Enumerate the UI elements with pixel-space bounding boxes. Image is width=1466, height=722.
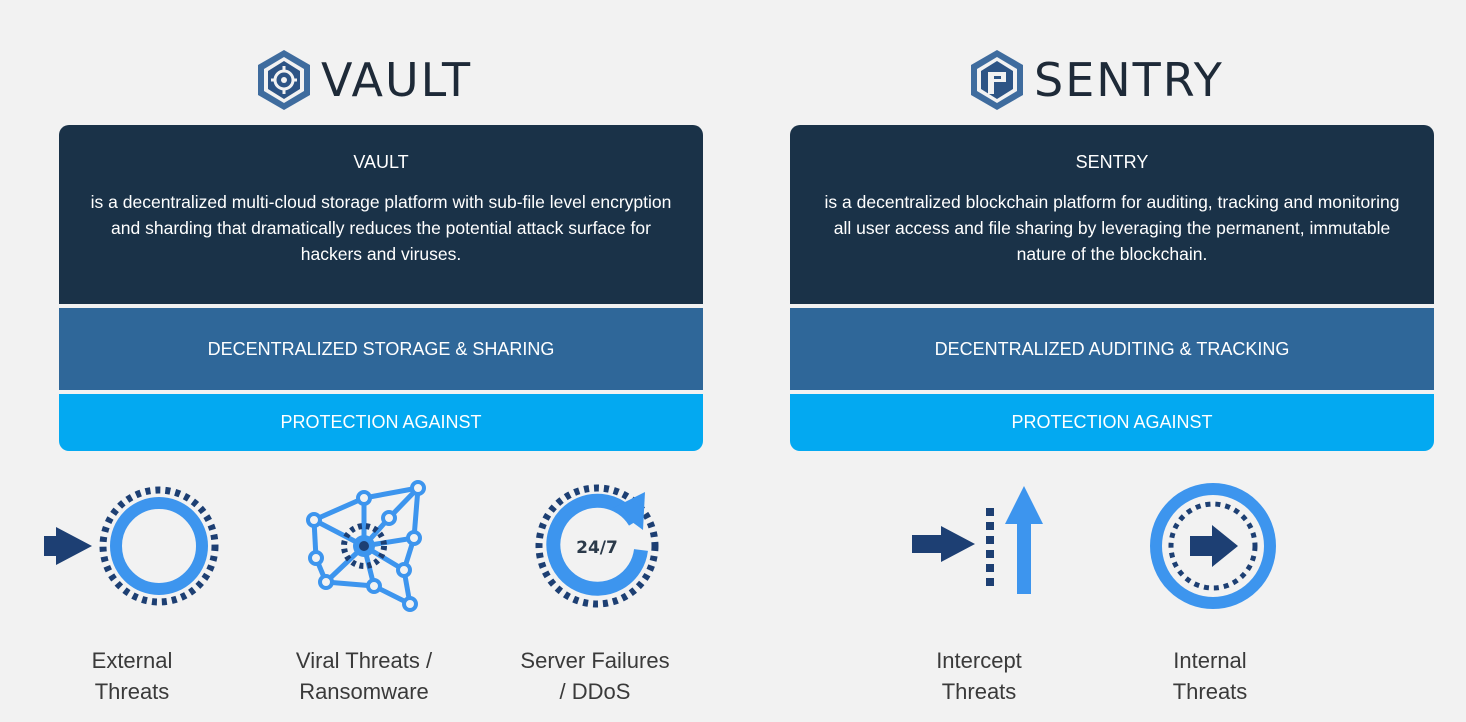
threat-intercept-label: Intercept Threats: [936, 648, 1022, 704]
vault-hexagon-icon: [258, 50, 310, 110]
sentry-card-title: SENTRY: [1075, 152, 1149, 172]
vault-description-panel: VAULT is a decentralized multi-cloud sto…: [59, 125, 703, 304]
vault-logo-text: VAULT: [321, 53, 473, 107]
threat-external: External Threats: [32, 478, 232, 704]
threat-viral: Viral Threats / Ransomware: [264, 478, 464, 704]
network-virus-icon: [306, 480, 426, 612]
sentry-card-description: is a decentralized blockchain platform f…: [824, 192, 1400, 264]
vault-card-description: is a decentralized multi-cloud storage p…: [90, 192, 672, 264]
24-7-refresh-icon: 24/7: [535, 484, 659, 608]
intercept-arrow-icon: [912, 486, 1043, 594]
vault-logo: VAULT: [255, 48, 472, 112]
sentry-hexagon-icon: [971, 50, 1023, 110]
sentry-card: SENTRY is a decentralized blockchain pla…: [790, 125, 1434, 451]
threat-intercept: Intercept Threats: [879, 478, 1079, 704]
vault-protection-band: PROTECTION AGAINST: [59, 394, 703, 451]
vault-category-band: DECENTRALIZED STORAGE & SHARING: [59, 308, 703, 390]
svg-text:24/7: 24/7: [576, 538, 618, 558]
vault-card: VAULT is a decentralized multi-cloud sto…: [59, 125, 703, 451]
threat-viral-label: Viral Threats / Ransomware: [295, 648, 433, 704]
vault-card-title: VAULT: [353, 152, 409, 172]
internal-arrow-circle-icon: [1150, 483, 1276, 609]
threat-server: 24/7 Server Failures / DDoS: [495, 478, 695, 704]
sentry-description-panel: SENTRY is a decentralized blockchain pla…: [790, 125, 1434, 304]
external-threats-icon: [44, 486, 219, 606]
threat-server-label: Server Failures / DDoS: [520, 648, 670, 704]
sentry-protection-band: PROTECTION AGAINST: [790, 394, 1434, 451]
sentry-logo: SENTRY: [968, 48, 1224, 112]
threat-internal-label: Internal Threats: [1172, 648, 1248, 704]
threat-internal: Internal Threats: [1110, 478, 1310, 704]
sentry-logo-text: SENTRY: [1034, 53, 1224, 107]
threat-external-label: External Threats: [91, 648, 173, 704]
sentry-category-band: DECENTRALIZED AUDITING & TRACKING: [790, 308, 1434, 390]
